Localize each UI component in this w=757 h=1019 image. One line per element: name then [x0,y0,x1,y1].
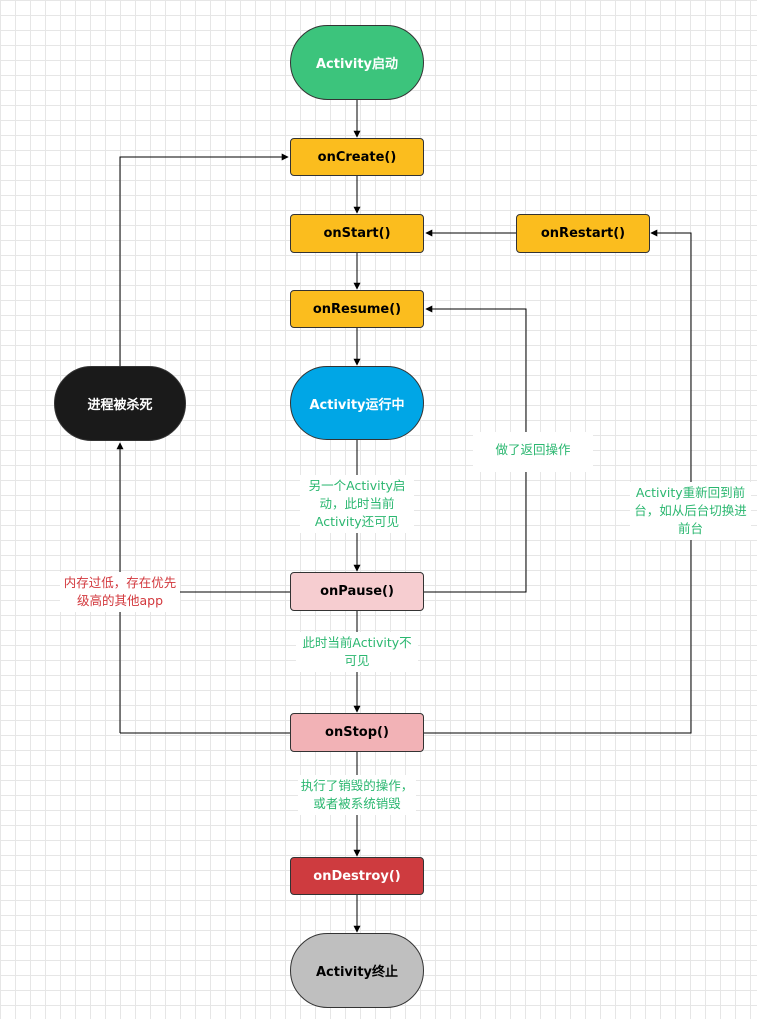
ondestroy-node: onDestroy() [290,857,424,895]
edge-onpause-to-killed [116,442,290,593]
label-another-activity: 另一个Activity启动，此时当前Activity还可见 [300,475,414,533]
label-back-to-front: Activity重新回到前台，如从后台切换进前台 [630,482,751,540]
edge-killed-to-oncreate [119,153,289,366]
activity-end-node: Activity终止 [290,933,424,1008]
label-not-visible: 此时当前Activity不可见 [296,632,418,672]
onstop-node: onStop() [290,713,424,752]
oncreate-node: onCreate() [290,138,424,176]
activity-start-node: Activity启动 [290,25,424,100]
process-killed-node: 进程被杀死 [54,366,186,441]
label-back-action: 做了返回操作 [473,432,593,472]
onstart-node: onStart() [290,214,424,253]
onresume-node: onResume() [290,290,424,328]
onrestart-node: onRestart() [516,214,650,253]
label-low-memory: 内存过低，存在优先级高的其他app [60,572,180,612]
label-destroyed: 执行了销毁的操作，或者被系统销毁 [298,775,416,815]
onpause-node: onPause() [290,572,424,611]
activity-running-node: Activity运行中 [290,366,424,440]
